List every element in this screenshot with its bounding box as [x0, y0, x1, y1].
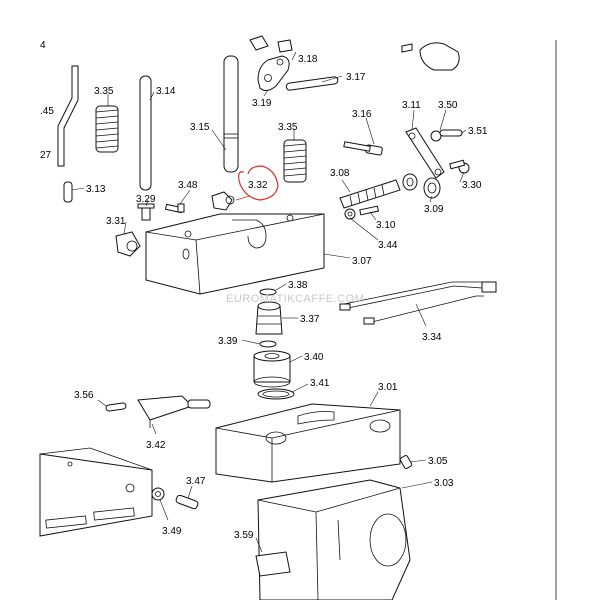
label-3-47: 3.47	[186, 476, 206, 487]
label-3-11: 3.11	[402, 100, 421, 111]
label-edge-4: 4	[40, 40, 46, 51]
part-3-51-pin	[439, 129, 463, 137]
part-3-30-screw	[449, 159, 470, 174]
part-3-39-oring	[259, 340, 277, 348]
label-3-48: 3.48	[178, 180, 198, 191]
part-3-48-screw	[164, 203, 185, 214]
part-3-38-oring	[259, 288, 277, 296]
label-3-34: 3.34	[422, 332, 442, 343]
highlight-circle	[238, 165, 279, 201]
label-3-18: 3.18	[298, 54, 318, 65]
label-edge-27: 27	[40, 150, 52, 161]
label-3-41: 3.41	[310, 378, 330, 389]
label-3-37: 3.37	[300, 314, 320, 325]
part-3-49-washer	[151, 487, 165, 501]
part-3-11-plate	[405, 127, 445, 179]
part-3-50-nut	[430, 130, 442, 142]
part-3-03-block	[257, 479, 411, 600]
label-3-05: 3.05	[428, 456, 448, 467]
part-3-07-block	[145, 213, 325, 295]
label-3-09: 3.09	[424, 204, 444, 215]
part-3-41-oring	[257, 388, 295, 400]
part-3-16-bolt	[343, 141, 383, 156]
part-3-13-pin	[63, 181, 73, 203]
label-3-40: 3.40	[304, 352, 324, 363]
part-3-32-valve	[211, 191, 235, 211]
label-3-50: 3.50	[438, 100, 458, 111]
highlight-leader	[235, 195, 251, 201]
part-3-56-pin	[105, 402, 127, 412]
label-3-19: 3.19	[252, 98, 272, 109]
part-3-08-spring-assembly	[339, 173, 418, 209]
label-3-32: 3.32	[248, 180, 268, 191]
part-3-45-rod	[57, 65, 79, 167]
part-3-44-washer	[344, 208, 356, 220]
part-3-42-bracket	[137, 395, 211, 428]
label-3-38: 3.38	[288, 280, 308, 291]
label-3-49: 3.49	[162, 526, 182, 537]
label-3-30: 3.30	[462, 180, 482, 191]
label-3-29: 3.29	[136, 194, 156, 205]
label-3-14: 3.14	[156, 86, 176, 97]
label-3-07: 3.07	[352, 256, 372, 267]
part-3-10-pin	[359, 205, 380, 216]
part-3-34-wire	[339, 281, 497, 325]
label-3-42: 3.42	[146, 440, 166, 451]
part-3-09-washer	[423, 177, 441, 199]
part-3-35-spring-right	[283, 139, 307, 183]
part-3-29-screw	[137, 203, 155, 221]
part-3-19	[257, 55, 290, 92]
label-3-35-left: 3.35	[94, 86, 114, 97]
label-edge-45: .45	[40, 106, 54, 117]
label-3-17: 3.17	[346, 72, 366, 83]
label-3-03: 3.03	[434, 478, 454, 489]
label-3-39: 3.39	[218, 336, 238, 347]
part-3-37-valve	[255, 301, 283, 335]
label-3-13: 3.13	[86, 184, 106, 195]
label-3-08: 3.08	[330, 168, 350, 179]
label-3-44: 3.44	[378, 240, 398, 251]
label-3-15: 3.15	[190, 122, 210, 133]
part-3-18	[249, 35, 293, 53]
label-3-10: 3.10	[376, 220, 396, 231]
label-3-01: 3.01	[378, 382, 398, 393]
label-3-16: 3.16	[352, 109, 372, 120]
label-3-51: 3.51	[468, 126, 488, 137]
part-3-01-block	[215, 403, 401, 483]
label-3-35-right: 3.35	[278, 122, 298, 133]
part-3-47-screw	[175, 494, 199, 510]
knob-part	[401, 42, 460, 71]
leader-lines	[71, 51, 467, 553]
part-3-31-valve	[115, 231, 141, 257]
part-3-59	[255, 551, 291, 577]
label-3-31: 3.31	[106, 216, 126, 227]
label-3-59: 3.59	[234, 530, 254, 541]
part-3-15-rod	[223, 55, 239, 173]
part-labels: 3.18 3.17 3.19 3.35 3.14 3.15 3.35 3.16 …	[40, 40, 488, 541]
part-3-17	[285, 76, 339, 91]
left-plate-part	[39, 447, 153, 537]
part-3-14-rod	[139, 75, 152, 191]
label-3-56: 3.56	[74, 390, 94, 401]
part-3-40-cylinder	[253, 350, 291, 388]
part-3-05-pin	[399, 455, 413, 469]
watermark-text: EUROMATIKCAFFE.COM	[226, 293, 364, 305]
part-3-35-spring-left	[95, 105, 119, 153]
